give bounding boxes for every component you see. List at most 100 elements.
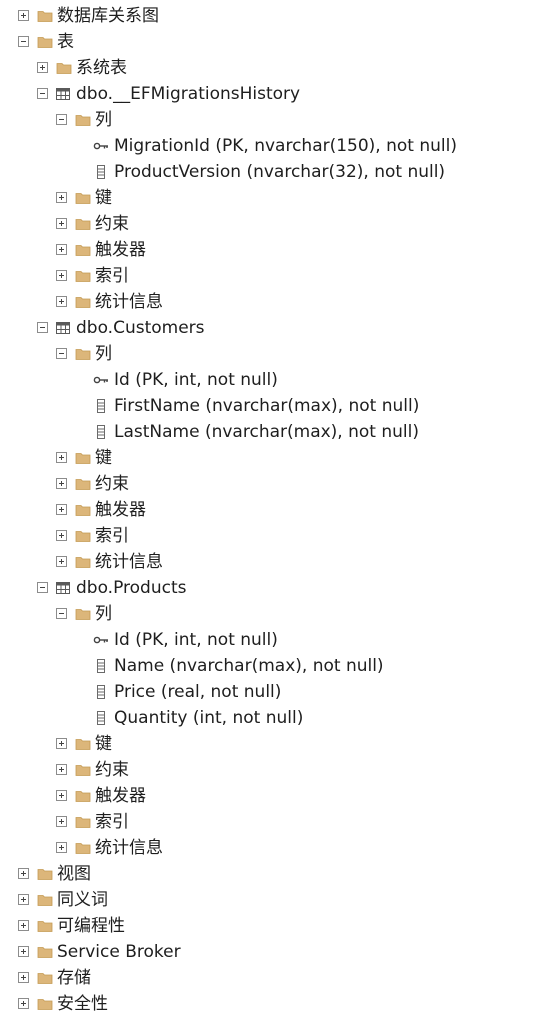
folder-icon	[75, 554, 91, 570]
expand-plus-icon[interactable]	[56, 218, 67, 229]
expand-plus-icon[interactable]	[56, 452, 67, 463]
tree-node-label: 触发器	[95, 500, 146, 520]
tree-node[interactable]: 表	[0, 29, 541, 55]
tree-node[interactable]: LastName (nvarchar(max), not null)	[0, 419, 541, 445]
expand-plus-icon[interactable]	[18, 10, 29, 21]
tree-node[interactable]: Id (PK, int, not null)	[0, 367, 541, 393]
column-icon	[93, 164, 109, 180]
folder-icon	[75, 450, 91, 466]
tree-node[interactable]: 统计信息	[0, 289, 541, 315]
tree-node[interactable]: 统计信息	[0, 549, 541, 575]
table-icon	[55, 86, 71, 102]
tree-node-label: FirstName (nvarchar(max), not null)	[114, 396, 420, 416]
tree-node-label: Name (nvarchar(max), not null)	[114, 656, 384, 676]
collapse-minus-icon[interactable]	[56, 114, 67, 125]
expand-plus-icon[interactable]	[37, 62, 48, 73]
tree-node[interactable]: Quantity (int, not null)	[0, 705, 541, 731]
tree-node[interactable]: 系统表	[0, 55, 541, 81]
tree-node[interactable]: dbo.Customers	[0, 315, 541, 341]
tree-node-label: 触发器	[95, 240, 146, 260]
tree-node[interactable]: 存储	[0, 965, 541, 991]
collapse-minus-icon[interactable]	[37, 582, 48, 593]
tree-node[interactable]: 约束	[0, 471, 541, 497]
tree-node[interactable]: ProductVersion (nvarchar(32), not null)	[0, 159, 541, 185]
expand-plus-icon[interactable]	[56, 270, 67, 281]
tree-node[interactable]: 统计信息	[0, 835, 541, 861]
tree-node-label: 索引	[95, 266, 129, 286]
expand-plus-icon[interactable]	[56, 478, 67, 489]
tree-node[interactable]: 视图	[0, 861, 541, 887]
folder-icon	[37, 970, 53, 986]
column-icon	[93, 658, 109, 674]
tree-node-label: 可编程性	[57, 916, 125, 936]
expand-plus-icon[interactable]	[56, 790, 67, 801]
tree-node[interactable]: 索引	[0, 523, 541, 549]
tree-node[interactable]: 列	[0, 341, 541, 367]
tree-node[interactable]: dbo.__EFMigrationsHistory	[0, 81, 541, 107]
expand-plus-icon[interactable]	[56, 842, 67, 853]
expand-plus-icon[interactable]	[18, 998, 29, 1009]
tree-node-label: dbo.__EFMigrationsHistory	[76, 84, 301, 104]
expand-plus-icon[interactable]	[56, 530, 67, 541]
tree-node[interactable]: 触发器	[0, 783, 541, 809]
tree-node-label: 存储	[57, 968, 91, 988]
folder-icon	[75, 788, 91, 804]
tree-node[interactable]: 数据库关系图	[0, 3, 541, 29]
expand-plus-icon[interactable]	[56, 738, 67, 749]
tree-node-label: 安全性	[57, 994, 108, 1014]
expand-plus-icon[interactable]	[56, 504, 67, 515]
tree-node[interactable]: Id (PK, int, not null)	[0, 627, 541, 653]
tree-node[interactable]: MigrationId (PK, nvarchar(150), not null…	[0, 133, 541, 159]
expand-plus-icon[interactable]	[56, 244, 67, 255]
tree-node[interactable]: 键	[0, 731, 541, 757]
tree-node[interactable]: 同义词	[0, 887, 541, 913]
tree-node-label: Id (PK, int, not null)	[114, 370, 278, 390]
collapse-minus-icon[interactable]	[18, 36, 29, 47]
collapse-minus-icon[interactable]	[37, 322, 48, 333]
folder-icon	[75, 606, 91, 622]
tree-node[interactable]: 安全性	[0, 991, 541, 1017]
tree-node[interactable]: 约束	[0, 757, 541, 783]
tree-node[interactable]: Service Broker	[0, 939, 541, 965]
expand-plus-icon[interactable]	[56, 296, 67, 307]
tree-node[interactable]: Price (real, not null)	[0, 679, 541, 705]
collapse-minus-icon[interactable]	[37, 88, 48, 99]
folder-icon	[37, 892, 53, 908]
tree-node[interactable]: Name (nvarchar(max), not null)	[0, 653, 541, 679]
tree-node-label: 键	[95, 188, 112, 208]
tree-node-label: 统计信息	[95, 292, 163, 312]
expand-plus-icon[interactable]	[18, 868, 29, 879]
collapse-minus-icon[interactable]	[56, 608, 67, 619]
tree-node[interactable]: 触发器	[0, 497, 541, 523]
tree-node-label: 索引	[95, 526, 129, 546]
expand-plus-icon[interactable]	[56, 816, 67, 827]
expand-plus-icon[interactable]	[56, 764, 67, 775]
tree-node[interactable]: dbo.Products	[0, 575, 541, 601]
expand-plus-icon[interactable]	[18, 894, 29, 905]
primary-key-icon	[93, 372, 109, 388]
expand-plus-icon[interactable]	[18, 946, 29, 957]
expand-plus-icon[interactable]	[56, 556, 67, 567]
expand-plus-icon[interactable]	[18, 972, 29, 983]
tree-node[interactable]: 列	[0, 107, 541, 133]
tree-node[interactable]: 键	[0, 445, 541, 471]
table-icon	[55, 320, 71, 336]
folder-icon	[75, 502, 91, 518]
tree-node[interactable]: 键	[0, 185, 541, 211]
tree-node-label: 统计信息	[95, 552, 163, 572]
tree-node-label: 索引	[95, 812, 129, 832]
tree-node[interactable]: 列	[0, 601, 541, 627]
expand-plus-icon[interactable]	[56, 192, 67, 203]
folder-icon	[75, 112, 91, 128]
tree-node[interactable]: 索引	[0, 263, 541, 289]
collapse-minus-icon[interactable]	[56, 348, 67, 359]
expand-plus-icon[interactable]	[18, 920, 29, 931]
folder-icon	[37, 8, 53, 24]
tree-node[interactable]: 约束	[0, 211, 541, 237]
tree-node[interactable]: FirstName (nvarchar(max), not null)	[0, 393, 541, 419]
tree-node[interactable]: 触发器	[0, 237, 541, 263]
tree-node[interactable]: 索引	[0, 809, 541, 835]
tree-node[interactable]: 可编程性	[0, 913, 541, 939]
tree-node-label: Quantity (int, not null)	[114, 708, 304, 728]
